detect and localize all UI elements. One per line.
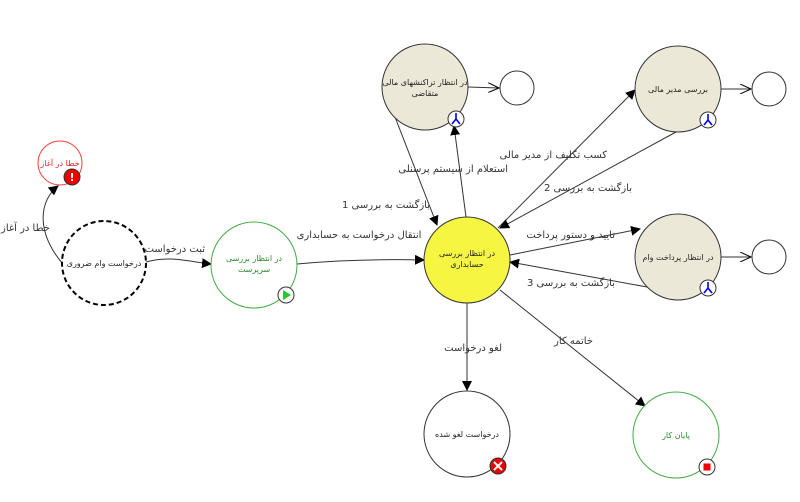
svg-text:پایان کار: پایان کار (661, 431, 690, 440)
svg-text:حسابداری: حسابداری (450, 260, 483, 269)
edge-label: خاتمه کار (553, 336, 593, 347)
svg-text:در انتظار بررسی: در انتظار بررسی (226, 254, 283, 263)
play-icon (277, 286, 295, 304)
svg-text:درخواست لغو شده: درخواست لغو شده (435, 430, 499, 439)
svg-text:!: ! (69, 171, 74, 184)
node-finance-manager-review[interactable]: بررسی مدیر مالی (634, 45, 722, 133)
node-start-error[interactable]: خطا در آغاز ! (37, 140, 83, 186)
node-terminal-3[interactable] (751, 239, 787, 275)
node-accounting-review[interactable]: در انتظار بررسی حسابداری (423, 216, 511, 304)
node-terminal-1[interactable] (499, 70, 535, 106)
edge-approve-pay[interactable]: تایید و دستور پرداخت (509, 225, 641, 256)
svg-text:متقاضی: متقاضی (412, 89, 439, 98)
node-waiting-payment[interactable]: در انتظار پرداخت وام (634, 213, 722, 301)
node-end[interactable]: پایان کار (632, 391, 720, 479)
edge-label: بازگشت به بررسی 2 (544, 182, 632, 194)
node-manager-review[interactable]: در انتظار بررسی سرپرست (210, 221, 298, 309)
node-terminal-2[interactable] (751, 71, 787, 107)
edge-label: استعلام از سیستم پرسنلی (398, 164, 508, 175)
node-waiting-transactions[interactable]: در انتظار تراکنشهای مالی متقاضی (381, 43, 469, 131)
cancel-icon (489, 457, 507, 475)
svg-text:بررسی مدیر مالی: بررسی مدیر مالی (648, 85, 708, 94)
edge-finish[interactable]: خاتمه کار (499, 289, 646, 407)
edge-submit[interactable]: ثبت درخواست (145, 244, 212, 269)
svg-text:درخواست وام ضروری: درخواست وام ضروری (67, 259, 142, 268)
edge-back-3[interactable]: بازگشت به بررسی 3 (509, 258, 648, 289)
edge-label: خطا در آغاز (0, 221, 50, 234)
edge-label: انتقال درخواست به حسابداری (297, 230, 422, 241)
svg-text:سرپرست: سرپرست (238, 265, 271, 274)
edge-start-error[interactable]: خطا در آغاز (0, 185, 63, 264)
edge-label: ثبت درخواست (145, 244, 206, 255)
svg-text:در انتظار پرداخت وام: در انتظار پرداخت وام (642, 253, 713, 262)
edge-trans-out (467, 87, 499, 88)
svg-text:در انتظار بررسی: در انتظار بررسی (439, 249, 496, 258)
edge-ask-finance[interactable]: کسب تکلیف از مدیر مالی (497, 89, 636, 229)
edge-cancel[interactable]: لغو درخواست (444, 303, 502, 391)
edge-label: کسب تکلیف از مدیر مالی (500, 150, 608, 161)
edge-inquiry[interactable]: استعلام از سیستم پرسنلی (398, 125, 508, 218)
stop-icon (698, 458, 716, 476)
svg-text:خطا در آغاز: خطا در آغاز (39, 158, 79, 168)
node-cancelled[interactable]: درخواست لغو شده (423, 390, 511, 478)
edge-label: بازگشت به بررسی 1 (342, 199, 430, 211)
svg-text:در انتظار تراکنشهای مالی: در انتظار تراکنشهای مالی (382, 78, 468, 87)
edge-back-2[interactable]: بازگشت به بررسی 2 (499, 131, 677, 229)
fork-icon (699, 111, 717, 129)
edge-back-1[interactable]: بازگشت به بررسی 1 (342, 116, 439, 226)
edge-to-accounting[interactable]: انتقال درخواست به حسابداری (297, 230, 425, 265)
node-start[interactable]: درخواست وام ضروری (61, 220, 147, 306)
edge-label: لغو درخواست (444, 343, 502, 354)
edge-label: تایید و دستور پرداخت (526, 230, 615, 241)
fork-icon (699, 279, 717, 297)
fork-icon (447, 110, 465, 128)
edge-label: بازگشت به بررسی 3 (527, 277, 615, 289)
error-icon: ! (63, 168, 81, 186)
